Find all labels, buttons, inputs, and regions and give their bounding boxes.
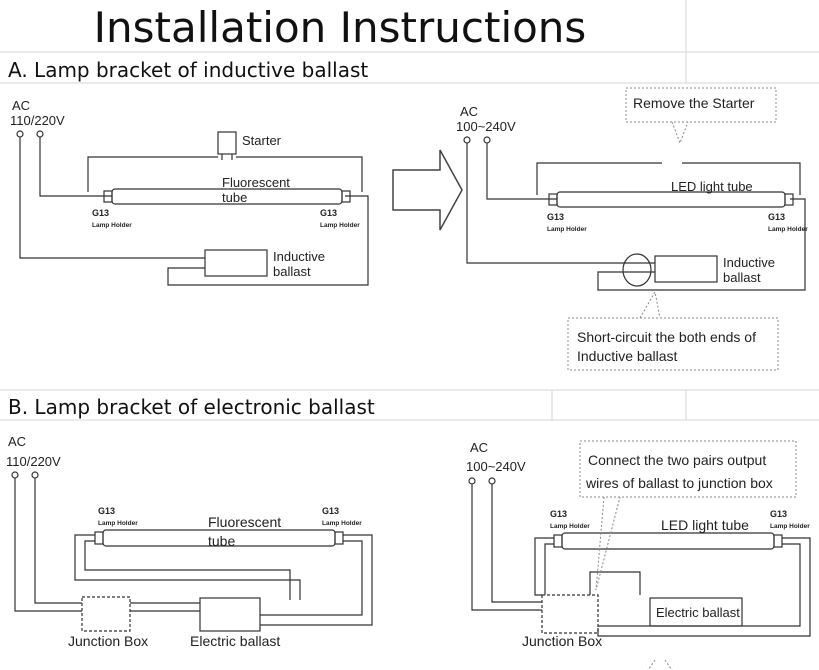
g13-label-right: G13 bbox=[770, 509, 787, 519]
callout-connect-line2: wires of ballast to junction box bbox=[585, 475, 773, 491]
g13-label-right: G13 bbox=[322, 506, 339, 516]
callout-short-circuit-line1: Short-circuit the both ends of bbox=[577, 329, 756, 345]
electric-ballast-label: Electric ballast bbox=[190, 633, 280, 649]
g13-label-right: G13 bbox=[768, 212, 785, 222]
starter-component bbox=[217, 131, 237, 155]
voltage-label: 110/220V bbox=[6, 454, 61, 469]
ballast-label-line2: ballast bbox=[723, 270, 761, 285]
g13-label-left: G13 bbox=[547, 212, 564, 222]
ac-terminal-1 bbox=[468, 477, 476, 485]
starter-label: Starter bbox=[242, 133, 282, 148]
ac-label: AC bbox=[8, 434, 26, 449]
lamp-holder-left bbox=[553, 534, 563, 548]
g13-label-left: G13 bbox=[98, 506, 115, 516]
lamp-holder-label-left: Lamp Holder bbox=[547, 226, 587, 233]
ac-terminal-2 bbox=[36, 130, 44, 138]
tube-label-line2: tube bbox=[222, 190, 247, 205]
g13-label-left: G13 bbox=[92, 208, 109, 218]
lamp-holder-label-right: Lamp Holder bbox=[770, 523, 810, 530]
voltage-label: 110/220V bbox=[10, 113, 65, 128]
lamp-holder-label-right: Lamp Holder bbox=[322, 520, 362, 527]
electric-ballast-box bbox=[649, 597, 743, 627]
ac-label: AC bbox=[460, 104, 478, 119]
ballast-label-line1: Inductive bbox=[273, 249, 325, 264]
electric-ballast-label: Electric ballast bbox=[656, 605, 740, 620]
lamp-holder-left bbox=[548, 193, 558, 206]
tube-label-line1: Fluorescent bbox=[208, 514, 281, 530]
lamp-holder-label-left: Lamp Holder bbox=[92, 222, 132, 229]
ac-terminal-2 bbox=[488, 477, 496, 485]
diagram-a-right bbox=[463, 87, 806, 371]
tube-label-line2: tube bbox=[208, 533, 235, 549]
ac-label: AC bbox=[470, 440, 488, 455]
junction-box-label: Junction Box bbox=[522, 633, 602, 649]
g13-label-left: G13 bbox=[550, 509, 567, 519]
led-tube bbox=[556, 191, 786, 208]
voltage-label: 100~240V bbox=[456, 119, 516, 134]
tube-label: LED light tube bbox=[661, 517, 749, 533]
tube-label-line1: Fluorescent bbox=[222, 175, 290, 190]
callout-short-circuit-line2: Inductive ballast bbox=[577, 348, 678, 364]
section-a-heading: A. Lamp bracket of inductive ballast bbox=[8, 58, 369, 82]
callout-remove-starter-text: Remove the Starter bbox=[633, 95, 755, 111]
lamp-holder-right bbox=[334, 531, 344, 545]
lamp-holder-label-left: Lamp Holder bbox=[550, 523, 590, 530]
led-tube bbox=[561, 532, 775, 550]
lamp-holder-label-right: Lamp Holder bbox=[768, 226, 808, 233]
lamp-holder-left bbox=[94, 531, 104, 545]
callout-connect-wires bbox=[579, 440, 797, 498]
short-circuit-loop bbox=[622, 253, 652, 287]
lamp-holder-left bbox=[103, 190, 113, 203]
lamp-holder-label-left: Lamp Holder bbox=[98, 520, 138, 527]
ballast-label-line2: ballast bbox=[273, 264, 311, 279]
lamp-holder-label-right: Lamp Holder bbox=[320, 222, 360, 229]
ac-terminal-1 bbox=[11, 471, 19, 479]
ac-terminal-2 bbox=[483, 136, 491, 144]
lamp-holder-right bbox=[773, 534, 783, 548]
junction-box bbox=[541, 594, 599, 634]
junction-box bbox=[81, 596, 131, 632]
ac-label: AC bbox=[12, 98, 30, 113]
page-title: Installation Instructions bbox=[93, 3, 587, 52]
diagram-b-left bbox=[11, 471, 373, 632]
inductive-ballast-box bbox=[204, 249, 268, 277]
inductive-ballast-box bbox=[654, 255, 718, 283]
ac-terminal-1 bbox=[463, 136, 471, 144]
diagram-a-left bbox=[16, 130, 369, 286]
section-b-heading: B. Lamp bracket of electronic ballast bbox=[8, 395, 375, 419]
tube-label: LED light tube bbox=[671, 179, 753, 194]
callout-short-circuit bbox=[567, 317, 779, 371]
diagram-b-right bbox=[468, 440, 811, 670]
lamp-holder-right bbox=[341, 190, 351, 203]
electric-ballast-box bbox=[199, 597, 261, 632]
ac-terminal-1 bbox=[16, 130, 24, 138]
callout-connect-line1: Connect the two pairs output bbox=[588, 452, 766, 468]
arrow-right-icon bbox=[392, 149, 463, 231]
ac-terminal-2 bbox=[31, 471, 39, 479]
g13-label-right: G13 bbox=[320, 208, 337, 218]
junction-box-label: Junction Box bbox=[68, 633, 148, 649]
voltage-label: 100~240V bbox=[466, 459, 526, 474]
lamp-holder-right bbox=[784, 193, 794, 206]
ballast-label-line1: Inductive bbox=[723, 255, 775, 270]
